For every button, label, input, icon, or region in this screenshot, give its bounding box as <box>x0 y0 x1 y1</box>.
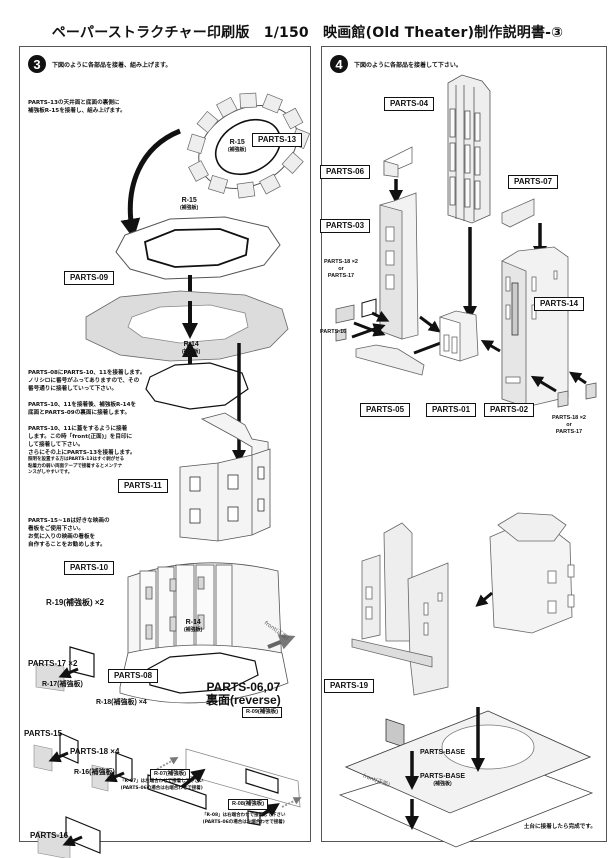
label-parts-13: PARTS-13 <box>252 133 303 147</box>
label-r-15-top: R-15 (補強板) <box>228 139 247 153</box>
label-parts-15: PARTS-15 <box>24 729 63 738</box>
label-parts-05: PARTS-05 <box>360 403 411 417</box>
curved-arrow-icon <box>120 128 181 239</box>
step-3-number-badge: 3 <box>28 55 46 73</box>
label-parts-16: PARTS-16 <box>30 831 69 840</box>
parts-04-tower <box>447 74 491 224</box>
label-parts-18: PARTS-18 ×4 <box>70 747 120 756</box>
note-r-07: 「R-07」は左端合わせで接着して下さい (PARTS-06の場合は右端合わせで… <box>120 779 204 791</box>
step-3-heading: 下図のように各部品を接着、組み上げます。 <box>52 61 172 69</box>
parts-01-piece <box>439 310 479 362</box>
parts-06-07-reverse <box>147 748 302 826</box>
label-parts-base: PARTS-BASE <box>420 749 465 756</box>
label-r-14-top: R-14 (補強板) <box>182 341 201 355</box>
label-r-17: R-17(補強板) <box>42 681 83 688</box>
label-parts-11: PARTS-11 <box>118 479 168 493</box>
label-parts-14: PARTS-14 <box>534 297 585 311</box>
r-14-disk <box>145 362 249 410</box>
parts-07-piece <box>501 198 535 228</box>
label-parts-07: PARTS-07 <box>508 175 559 189</box>
label-parts-18-or-17-right: PARTS-18 ×2 or PARTS-17 <box>552 415 586 435</box>
step-4-number-badge: 4 <box>330 55 348 73</box>
step-3-header: 3 下図のように各部品を接着、組み上げます。 <box>28 55 171 73</box>
step-4-panel: 4 下図のように各部品を接着して下さい。 <box>320 46 607 848</box>
label-parts-06: PARTS-06 <box>320 165 371 179</box>
label-parts-18-or-17-left: PARTS-18 ×2 or PARTS-17 <box>324 259 358 279</box>
parts-10-cylinder <box>119 562 289 704</box>
label-r-18: R-18(補強板) ×4 <box>96 699 147 706</box>
label-parts-08: PARTS-08 <box>108 669 159 683</box>
document-title: ペーパーストラクチャー印刷版 1/150 映画館(Old Theater)制作説… <box>51 25 564 41</box>
label-parts-01: PARTS-01 <box>426 403 477 417</box>
label-r-15-mid: R-15 (補強板) <box>180 197 199 211</box>
label-r-16: R-16(補強板) <box>74 769 115 776</box>
label-parts-03: PARTS-03 <box>320 219 371 233</box>
label-r-08: R-08(補強板) <box>228 799 269 810</box>
front-arrow-icon <box>267 634 296 650</box>
step-4-illustration <box>335 74 597 848</box>
instructions-c-note: 照明を設置する方はPARTS-13はすぐ剥がせる 粘着力の弱い両面テープで接着す… <box>28 457 125 475</box>
label-parts-04: PARTS-04 <box>384 97 435 111</box>
note-r-08: 「R-08」は右端合わせで接着して下さい (PARTS-06の場合は左端合わせで… <box>202 813 286 825</box>
step-4-header: 4 下図のように各部品を接着して下さい。 <box>330 55 462 73</box>
label-parts-base-reinforcement: PARTS-BASE (補強板) <box>420 773 465 787</box>
label-parts-02: PARTS-02 <box>484 403 535 417</box>
label-parts-16: PARTS-16 <box>320 329 347 335</box>
step-4-heading: 下図のように各部品を接着して下さい。 <box>354 61 462 69</box>
parts-03-building <box>379 192 419 340</box>
instructions-c: PARTS-10、11に蓋をするように接着 します。この時「front(正面)」… <box>28 426 136 456</box>
label-parts-10: PARTS-10 <box>64 561 115 575</box>
parts-05-piece <box>355 344 425 376</box>
step-3-panel: 3 下図のように各部品を接着、組み上げます。 <box>19 46 311 858</box>
step-3-illustration <box>33 92 311 858</box>
instructions-d: PARTS-15~18は好きな映画の 看板をご使用下さい。 お気に入りの映画の看… <box>28 518 110 548</box>
parts-11-wall <box>179 412 271 542</box>
label-r-14-bottom: R-14 (補強板) <box>184 619 203 633</box>
label-r-07: R-07(補強板) <box>150 769 191 780</box>
completion-note: 土台に接着したら完成です。 <box>523 824 596 830</box>
label-parts-19: PARTS-19 <box>324 679 375 693</box>
label-parts-09: PARTS-09 <box>64 271 115 285</box>
assembled-theater <box>351 512 575 696</box>
instructions-b: PARTS-10、11を接着後、補強板R-14を 底面とPARTS-09の裏面に… <box>28 402 137 416</box>
instructions-a: PARTS-08にPARTS-10、11を接着します。 ノリシロに番号がふってあ… <box>28 370 146 392</box>
label-parts-17: PARTS-17 ×2 <box>28 659 78 668</box>
note-parts-13: PARTS-13の天井面と底面の裏側に 補強板R-15を接着し、組み上げます。 <box>28 100 126 114</box>
label-r-09: R-09(補強板) <box>242 707 283 718</box>
parts-06-07-title: PARTS-06,07 裏面(reverse) <box>206 680 281 707</box>
r-15-ring <box>115 216 281 280</box>
label-r-19: R-19(補強板) ×2 <box>46 598 105 607</box>
parts-19-piece <box>385 718 405 748</box>
parts-02-piece <box>501 246 569 408</box>
